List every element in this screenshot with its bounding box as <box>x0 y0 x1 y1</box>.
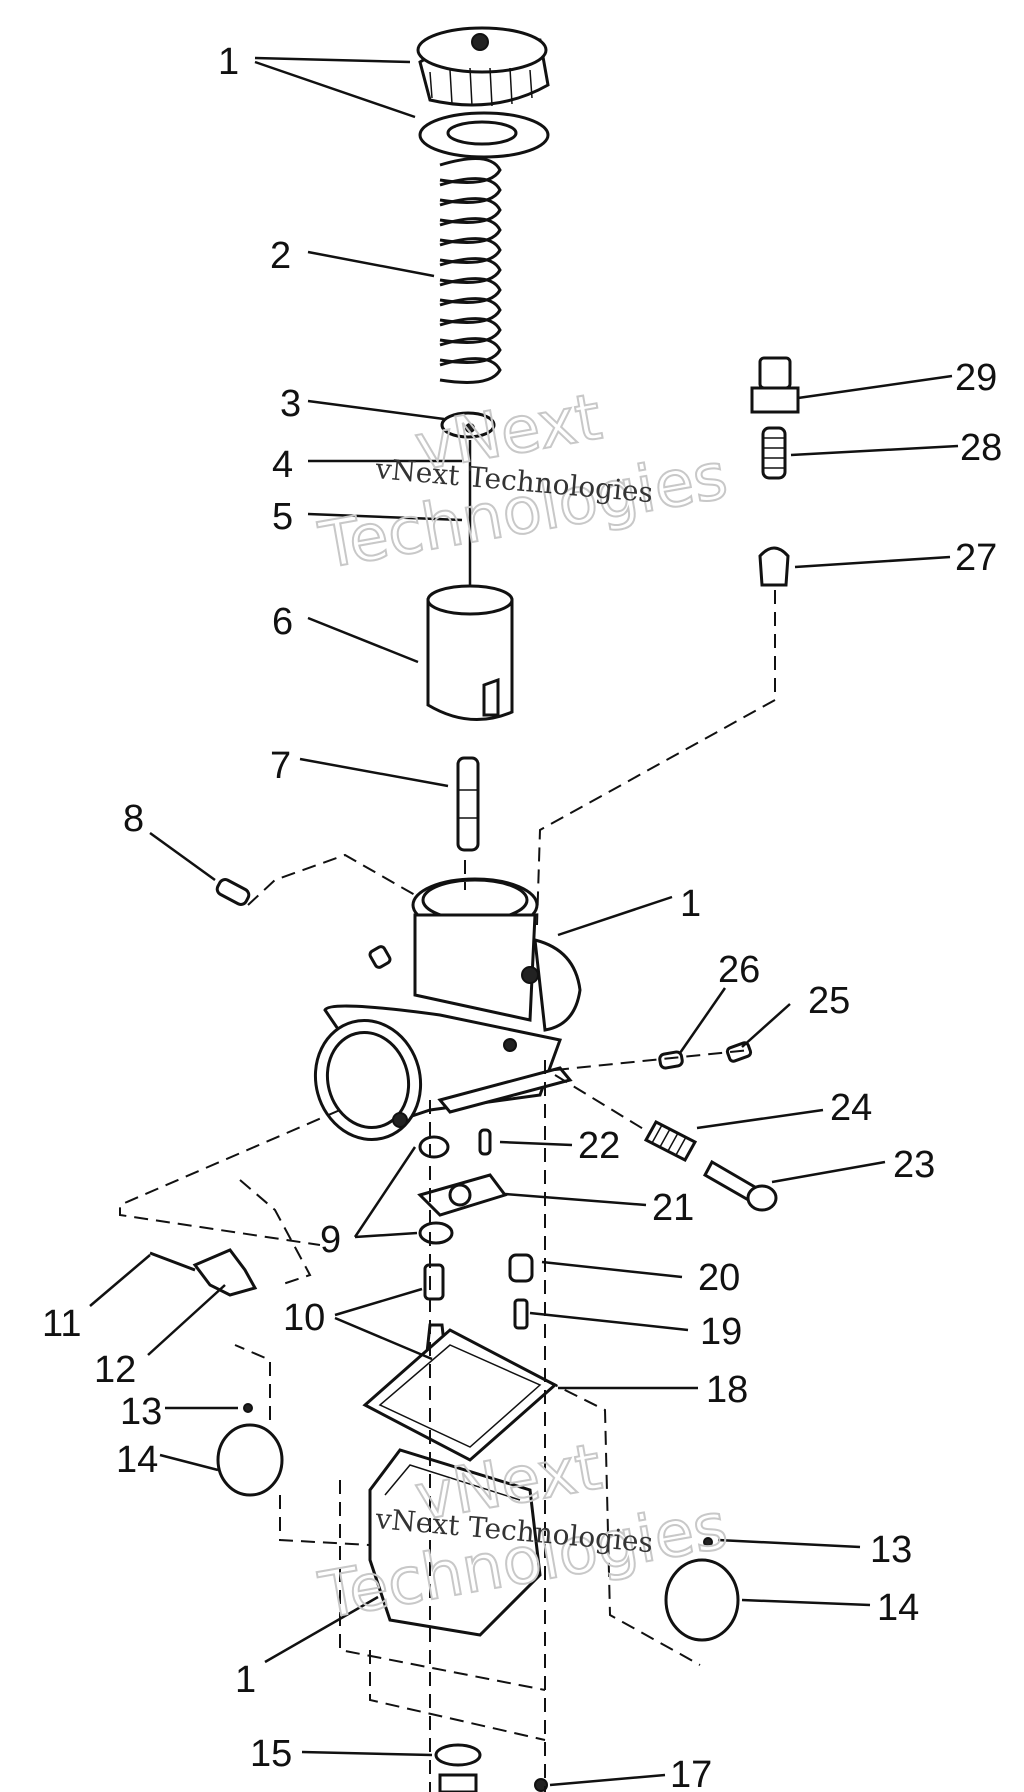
callout-22: 22 <box>578 1125 620 1167</box>
callout-4: 4 <box>272 444 293 486</box>
callout-29: 29 <box>955 357 997 399</box>
callout-21: 21 <box>652 1187 694 1229</box>
callout-17: 17 <box>670 1754 712 1792</box>
callout-1-bottom: 1 <box>235 1659 256 1701</box>
callout-14-left: 14 <box>116 1439 158 1481</box>
callout-2: 2 <box>270 235 291 277</box>
callout-28: 28 <box>960 427 1002 469</box>
callout-13-right: 13 <box>870 1529 912 1571</box>
callout-6: 6 <box>272 601 293 643</box>
part-top-cap <box>416 26 550 107</box>
part-retainer-clip <box>440 411 496 439</box>
part-pilot-jet-8 <box>215 878 251 906</box>
callout-labels: 1 2 3 4 5 6 7 8 1 26 25 24 23 22 21 9 20… <box>42 41 1002 1792</box>
callout-15: 15 <box>250 1733 292 1775</box>
callout-5: 5 <box>272 496 293 538</box>
callout-23: 23 <box>893 1144 935 1186</box>
callout-3: 3 <box>280 383 301 425</box>
callout-11: 11 <box>42 1303 81 1345</box>
part-spring <box>439 157 502 384</box>
callout-18: 18 <box>706 1369 748 1411</box>
part-float-bowl-parts <box>149 1128 740 1792</box>
callout-25: 25 <box>808 980 850 1022</box>
part-throttle-slide <box>426 584 514 722</box>
callout-12: 12 <box>94 1349 136 1391</box>
part-carburetor-body <box>313 877 582 1141</box>
callout-10: 10 <box>283 1297 325 1339</box>
part-side-screws <box>643 356 800 1212</box>
part-needle-jet <box>456 756 480 852</box>
callout-7: 7 <box>270 745 291 787</box>
callout-27: 27 <box>955 537 997 579</box>
leader-lines <box>89 56 959 1787</box>
callout-8: 8 <box>123 798 144 840</box>
callout-20: 20 <box>698 1257 740 1299</box>
callout-1-top: 1 <box>218 41 239 83</box>
part-washer <box>418 111 550 159</box>
callout-14-right: 14 <box>877 1587 919 1629</box>
callout-1-body: 1 <box>680 883 701 925</box>
dashed-assembly-lines <box>119 590 776 1792</box>
callout-24: 24 <box>830 1087 872 1129</box>
callout-13-left: 13 <box>120 1391 162 1433</box>
callout-19: 19 <box>700 1311 742 1353</box>
callout-9: 9 <box>320 1219 341 1261</box>
callout-26: 26 <box>718 949 760 991</box>
